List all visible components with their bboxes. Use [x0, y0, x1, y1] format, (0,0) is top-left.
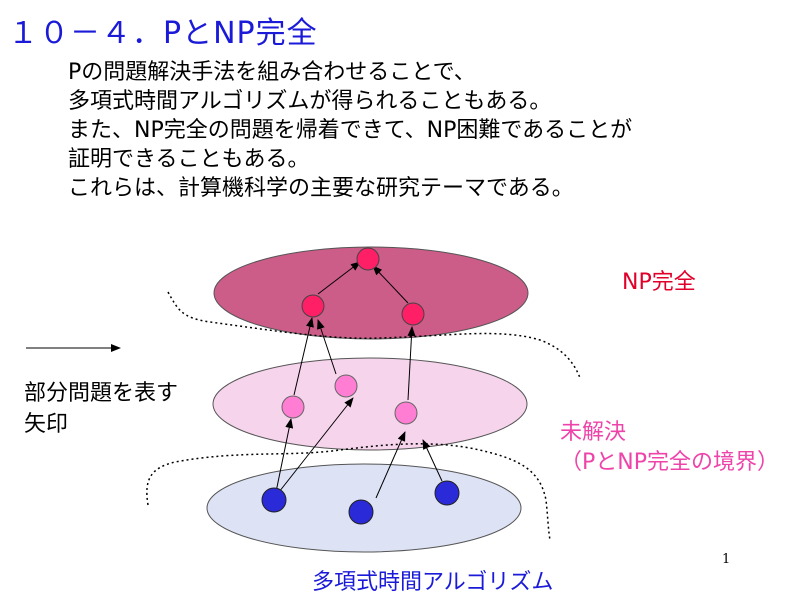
reduction-arrow: [372, 265, 409, 304]
page-number: 1: [722, 552, 731, 567]
polynomial-label: 多項式時間アルゴリズム: [312, 570, 554, 595]
body-line-2: 多項式時間アルゴリズムが得られることもある。: [68, 89, 552, 114]
reduction-arrow: [422, 439, 443, 482]
polynomial-node: [434, 480, 460, 506]
reduction-arrow: [275, 418, 294, 493]
slide-title: １０－４．PとNP完全: [8, 16, 318, 51]
np-complete-label: NP完全: [622, 270, 696, 295]
subproblem-arrow-label: 部分問題を表す 矢印: [24, 378, 178, 440]
unsolved-ellipse: [212, 357, 528, 451]
subproblem-arrow-label-line-2: 矢印: [24, 412, 69, 437]
np-complete-node: [356, 247, 380, 271]
unsolved-label-line-2: （PとNP完全の境界）: [560, 450, 779, 475]
np-complete-node: [301, 294, 325, 318]
body-line-4: 証明できることもある。: [68, 147, 310, 172]
reduction-arrow: [317, 319, 337, 375]
subproblem-arrow-label-line-1: 部分問題を表す: [24, 381, 179, 406]
unsolved-label-line-1: 未解決: [560, 420, 627, 445]
polynomial-node: [261, 487, 287, 513]
reduction-arrow: [375, 431, 406, 499]
reduction-arrow: [407, 326, 416, 401]
lower-dotted-boundary: [146, 443, 551, 541]
body-line-3: また、NP完全の問題を帰着できて、NP困難であることが: [68, 118, 633, 143]
body-text: Pの問題解決手法を組み合わせることで、 多項式時間アルゴリズムが得られることもあ…: [68, 58, 632, 203]
unsolved-node: [281, 395, 305, 419]
np-complete-node: [401, 302, 425, 326]
unsolved-label: 未解決 （PとNP完全の境界）: [560, 418, 779, 478]
reduction-arrow: [293, 317, 314, 396]
unsolved-node: [334, 374, 358, 398]
upper-dotted-boundary: [167, 291, 581, 379]
body-line-1: Pの問題解決手法を組み合わせることで、: [68, 60, 476, 85]
polynomial-node: [348, 499, 374, 525]
body-line-5: これらは、計算機科学の主要な研究テーマである。: [68, 176, 574, 201]
np-complete-ellipse: [213, 246, 529, 340]
reduction-arrow: [317, 261, 361, 295]
unsolved-node: [394, 401, 418, 425]
reduction-arrow: [278, 397, 354, 493]
